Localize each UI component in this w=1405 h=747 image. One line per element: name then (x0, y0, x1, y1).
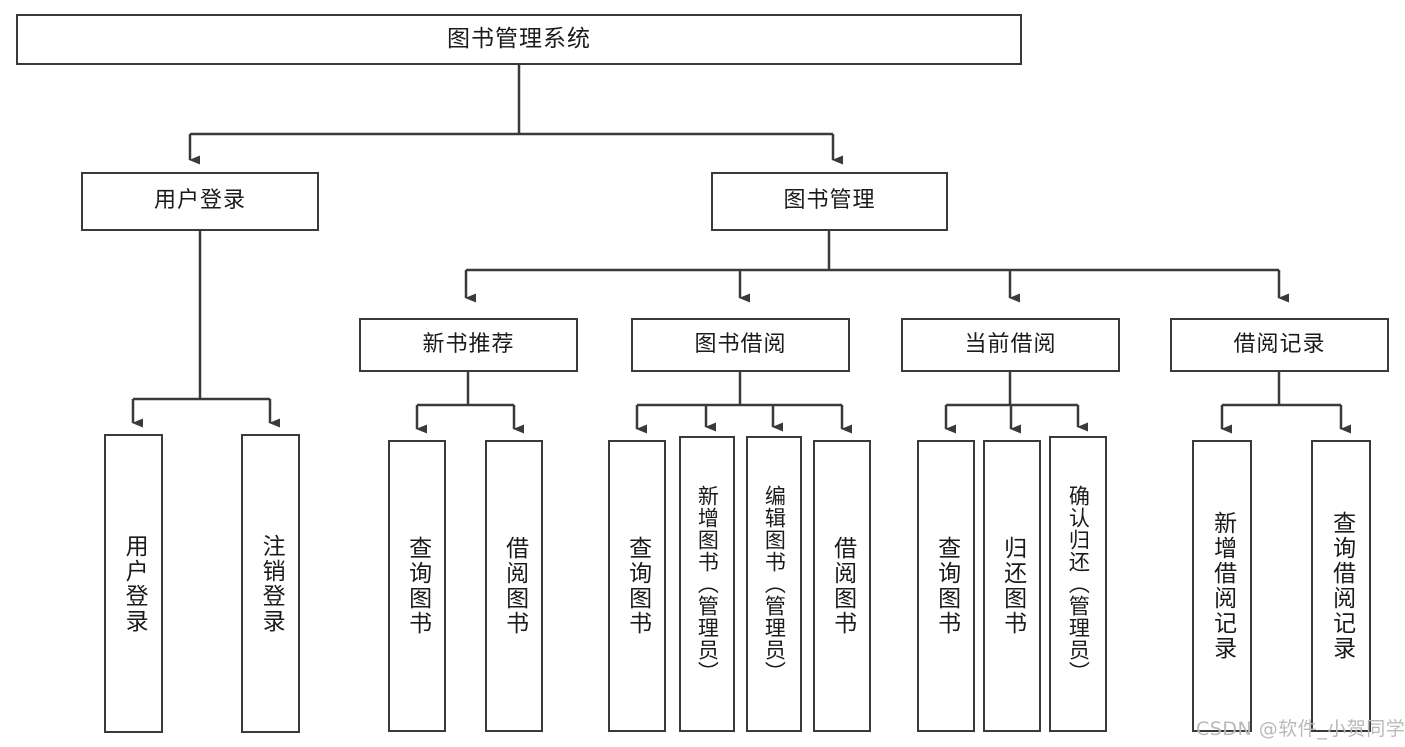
leaf-borrow-edit-book-admin[interactable]: 编辑图书（管理员） (746, 436, 802, 732)
node-label: 编辑图书（管理员） (762, 485, 787, 683)
node-label: 图书借阅 (694, 331, 787, 357)
leaf-current-query-book[interactable]: 查询图书 (917, 440, 975, 732)
node-label: 确认归还（管理员） (1066, 485, 1091, 683)
node-label: 借阅记录 (1233, 331, 1326, 357)
leaf-borrow-borrow-book[interactable]: 借阅图书 (813, 440, 871, 732)
leaf-borrow-query-book[interactable]: 查询图书 (608, 440, 666, 732)
leaf-borrow-add-book-admin[interactable]: 新增图书（管理员） (679, 436, 735, 732)
leaf-current-confirm-return-admin[interactable]: 确认归还（管理员） (1049, 436, 1107, 732)
node-label: 借阅图书 (501, 536, 528, 636)
node-label: 新增借阅记录 (1209, 511, 1236, 661)
node-label: 新书推荐 (422, 331, 515, 357)
node-label: 查询借阅记录 (1328, 511, 1355, 661)
leaf-recommend-query-book[interactable]: 查询图书 (388, 440, 446, 732)
node-label: 查询图书 (933, 536, 960, 636)
node-label: 查询图书 (624, 536, 651, 636)
csdn-watermark: CSDN @软件_小贺同学 (1196, 718, 1405, 740)
node-label: 图书管理 (783, 188, 876, 214)
node-new-book-recommend[interactable]: 新书推荐 (359, 318, 578, 372)
leaf-record-query-record[interactable]: 查询借阅记录 (1311, 440, 1371, 732)
leaf-user-login-login[interactable]: 用户登录 (104, 434, 163, 733)
leaf-recommend-borrow-book[interactable]: 借阅图书 (485, 440, 543, 732)
leaf-user-login-logout[interactable]: 注销登录 (241, 434, 300, 733)
node-root-system[interactable]: 图书管理系统 (16, 14, 1022, 65)
leaf-current-return-book[interactable]: 归还图书 (983, 440, 1041, 732)
node-label: 当前借阅 (964, 331, 1057, 357)
node-label: 查询图书 (404, 536, 431, 636)
node-borrow-record[interactable]: 借阅记录 (1170, 318, 1389, 372)
node-user-login[interactable]: 用户登录 (81, 172, 319, 231)
node-label: 新增图书（管理员） (695, 485, 720, 683)
node-label: 用户登录 (153, 188, 246, 214)
node-label: 用户登录 (121, 533, 148, 634)
node-book-management[interactable]: 图书管理 (711, 172, 948, 231)
leaf-record-add-record[interactable]: 新增借阅记录 (1192, 440, 1252, 732)
node-book-borrow[interactable]: 图书借阅 (631, 318, 850, 372)
node-current-borrow[interactable]: 当前借阅 (901, 318, 1120, 372)
node-label: 注销登录 (258, 533, 285, 634)
node-label: 借阅图书 (829, 536, 856, 636)
node-label: 归还图书 (999, 536, 1026, 636)
node-label: 图书管理系统 (447, 25, 591, 52)
